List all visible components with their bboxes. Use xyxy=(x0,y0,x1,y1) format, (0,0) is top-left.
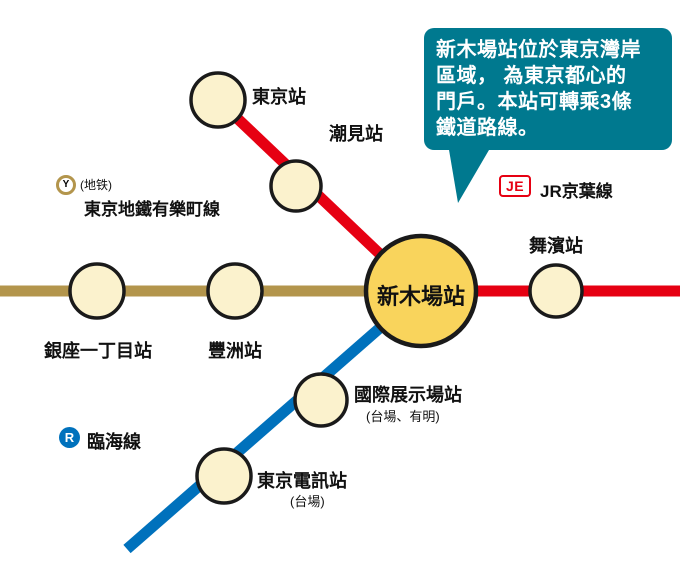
rinkai-line-icon: R xyxy=(59,427,80,448)
station-label-maihama: 舞濱站 xyxy=(529,236,583,256)
station-label-tokyo-teleport: 東京電訊站 xyxy=(257,471,347,491)
keiyo-line-badge-icon: JE xyxy=(499,175,532,197)
yurakucho-line-note: (地铁) xyxy=(80,178,112,192)
station-label-shinkiba: 新木場站 xyxy=(376,284,465,309)
station-circle-tokyo-teleport xyxy=(195,447,253,505)
station-label-tokyo: 東京站 xyxy=(252,87,306,107)
station-circle-shiomi xyxy=(269,159,323,213)
info-bubble-line-4: 鐵道路線。 xyxy=(436,117,539,139)
station-circle-ginza-itchome xyxy=(68,262,126,320)
station-note-tokyo-teleport: (台場) xyxy=(290,494,325,509)
station-circle-kokusai-tenjijo xyxy=(293,372,349,428)
station-label-ginza-itchome: 銀座一丁目站 xyxy=(44,341,152,361)
info-bubble-line-3: 門戶。本站可轉乘3條 xyxy=(436,91,633,113)
yurakucho-line-icon: Y xyxy=(56,175,76,195)
station-label-toyosu: 豐洲站 xyxy=(208,341,262,361)
info-bubble-tail xyxy=(447,138,496,203)
station-label-kokusai-tenjijo: 國際展示場站 xyxy=(354,385,462,405)
station-circle-toyosu xyxy=(206,262,264,320)
station-circle-maihama xyxy=(528,263,584,319)
station-label-shiomi: 潮見站 xyxy=(329,124,383,144)
keiyo-line-label: JR京葉線 xyxy=(540,182,613,201)
yurakucho-line-label: 東京地鐵有樂町線 xyxy=(84,200,220,219)
rinkai-line xyxy=(123,287,425,554)
station-note-kokusai-tenjijo: (台場、有明) xyxy=(366,409,440,424)
station-circle-tokyo xyxy=(189,71,247,129)
station-circle-shinkiba-hub xyxy=(363,233,479,349)
info-bubble: 新木場站位於東京灣岸 區域， 為東京都心的 門戶。本站可轉乘3條 鐵道路線。 xyxy=(424,28,672,150)
info-bubble-line-1: 新木場站位於東京灣岸 xyxy=(436,39,641,61)
rinkai-line-label: 臨海線 xyxy=(87,432,141,452)
info-bubble-line-2: 區域， 為東京都心的 xyxy=(436,65,627,87)
